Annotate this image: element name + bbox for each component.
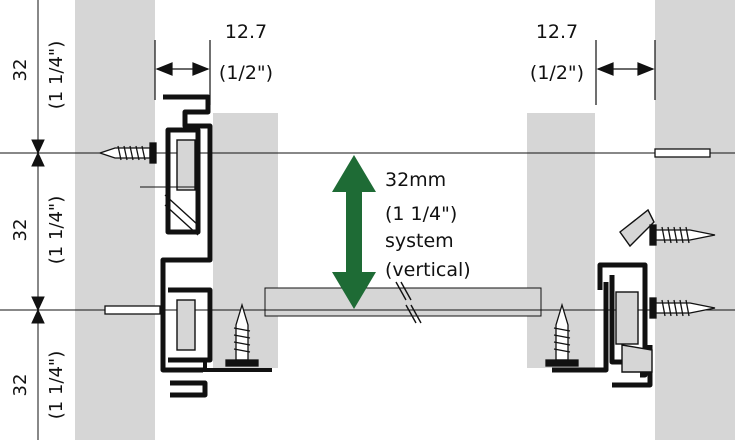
vertical-dimension-line	[31, 0, 45, 440]
right-upper-screw	[649, 224, 716, 246]
left-drawer-screw	[225, 302, 259, 367]
right-lower-screw	[649, 297, 716, 319]
pitch-label-top-mm: 32	[10, 59, 31, 82]
break-mark	[395, 281, 422, 324]
left-slide-profile	[160, 94, 213, 398]
right-drawer-screw	[545, 302, 579, 367]
left-gap-in: (1/2")	[219, 62, 273, 84]
system-double-arrow	[332, 155, 376, 309]
pitch-label-top-in: (1 1/4")	[46, 41, 67, 109]
left-cabinet-panel	[75, 0, 155, 440]
right-gap-mm: 12.7	[536, 21, 578, 43]
right-slide-roller	[615, 208, 655, 373]
left-slide-roller	[164, 139, 199, 351]
right-cabinet-panel	[655, 0, 735, 440]
pitch-label-mid-mm: 32	[10, 219, 31, 242]
pitch-label-bottom-in: (1 1/4")	[46, 351, 67, 419]
right-gap-in: (1/2")	[530, 62, 584, 84]
left-slide-crosshair	[140, 160, 200, 215]
drawer-bottom	[264, 287, 542, 317]
system-label-line3: system	[385, 230, 454, 252]
pitch-label-mid-in: (1 1/4")	[46, 196, 67, 264]
left-mount-screw	[97, 142, 157, 164]
left-gap-mm: 12.7	[225, 21, 267, 43]
right-gap-dimension	[595, 40, 656, 105]
system-label-line2: (1 1/4")	[385, 203, 457, 225]
system-label-line1: 32mm	[385, 169, 446, 191]
left-gap-dimension	[154, 40, 211, 105]
left-lower-pin	[104, 305, 161, 315]
left-bottom-rail	[203, 360, 272, 372]
right-upper-pin	[654, 148, 711, 158]
system-label-line4: (vertical)	[385, 259, 471, 281]
pitch-label-bottom-mm: 32	[10, 374, 31, 397]
